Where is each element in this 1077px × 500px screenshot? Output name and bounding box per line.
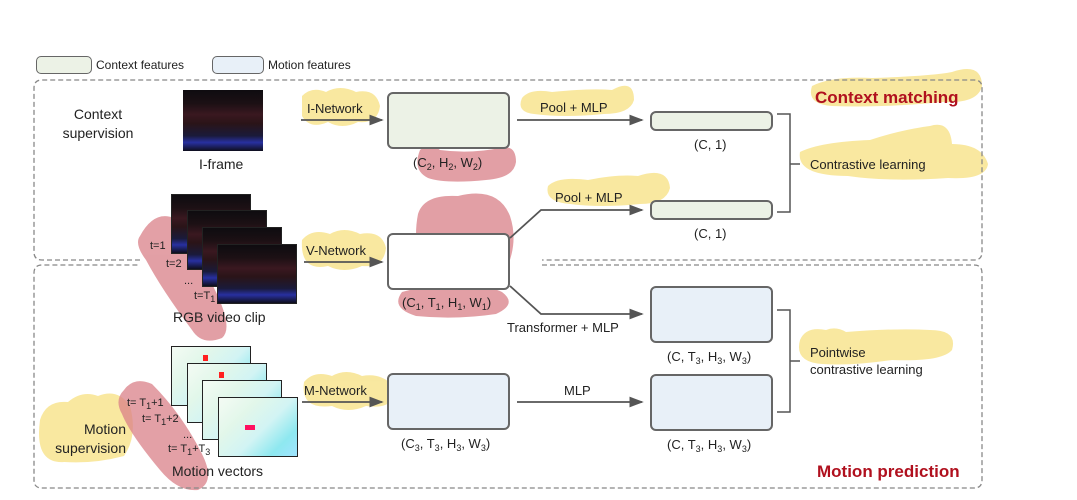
rgb-t2: t=2: [166, 258, 182, 270]
legend-motion-swatch: [212, 56, 264, 74]
rgb-clip-label: RGB video clip: [173, 309, 266, 325]
highlight-motion-supervision: [39, 393, 133, 463]
pointwise-feature-top: [650, 286, 773, 343]
arrow-transformer-mlp: [509, 285, 644, 320]
highlight-contrastive: [799, 124, 988, 180]
context-embedding-top: [650, 111, 773, 131]
pool-mlp-top-label: Pool + MLP: [540, 100, 608, 115]
i-feature-box: [387, 92, 510, 149]
iframe-label: I-frame: [199, 156, 244, 172]
rgb-frame-4: [217, 244, 297, 304]
pointwise-contrastive-label: Pointwise contrastive learning: [810, 344, 923, 378]
pointwise-feature-top-shape: (C, T3, H3, W3): [667, 349, 752, 366]
highlight-i-network: [302, 88, 380, 126]
context-supervision-label: Context supervision: [60, 105, 136, 143]
pool-mlp-mid-label: Pool + MLP: [555, 190, 623, 205]
mv-dots: ...: [183, 429, 193, 441]
highlight-context-matching: [810, 69, 982, 107]
highlight-pool-mlp-mid: [547, 172, 670, 206]
arrow-pool-mlp-mid: [509, 204, 644, 239]
rgb-dots: ...: [184, 275, 194, 287]
highlight-v-network: [301, 230, 386, 270]
context-section-border: [33, 79, 983, 261]
mv-t2: t= T1+2: [142, 413, 179, 427]
iframe-image: [183, 90, 263, 151]
motion-section-border: [33, 264, 983, 489]
context-embedding-mid-shape: (C, 1): [694, 226, 727, 241]
highlight-v-feat-shape: [398, 287, 509, 318]
mv-hotspot-2: [219, 372, 224, 378]
v-feature-shape: (C1, T1, H1, W1): [402, 295, 492, 312]
pointwise-line2: contrastive learning: [810, 362, 923, 377]
motion-supervision-label: Motion supervision: [40, 420, 130, 458]
rgb-t1: t=1: [150, 240, 166, 252]
legend-context-label: Context features: [96, 58, 185, 72]
v-network-label: V-Network: [306, 243, 366, 258]
highlight-i-feat: [417, 146, 516, 182]
mv-t3: t= T1+T3: [168, 443, 211, 457]
pointwise-line1: Pointwise: [810, 345, 866, 360]
rgb-tT: t=T1: [194, 290, 216, 304]
motion-prediction-title: Motion prediction: [817, 462, 960, 481]
mv-frame-4: [218, 397, 298, 457]
pointwise-feature-bottom-shape: (C, T3, H3, W3): [667, 437, 752, 454]
legend-context-swatch: [36, 56, 92, 74]
context-supervision-line2: supervision: [62, 125, 134, 141]
mlp-label: MLP: [564, 383, 591, 398]
i-network-label: I-Network: [307, 101, 363, 116]
motion-vectors-label: Motion vectors: [172, 463, 264, 479]
highlight-mv-times: [118, 381, 209, 491]
mv-hotspot-1: [203, 355, 208, 361]
highlight-pointwise: [798, 328, 954, 365]
m-network-label: M-Network: [304, 383, 367, 398]
bracket-contrastive: [777, 113, 800, 213]
motion-supervision-line1: Motion: [83, 421, 126, 437]
highlight-pool-mlp-top: [520, 85, 634, 116]
v-feature-box: [387, 233, 510, 290]
mv-hotspot-4: [245, 425, 255, 430]
mv-t1: t= T1+1: [127, 397, 164, 411]
context-matching-title: Context matching: [815, 88, 959, 107]
bracket-pointwise: [777, 309, 800, 413]
highlight-rgb-times: [138, 216, 227, 341]
context-embedding-mid: [650, 200, 773, 220]
m-feature-box: [387, 373, 510, 430]
transformer-mlp-label: Transformer + MLP: [507, 320, 619, 335]
m-feature-shape: (C3, T3, H3, W3): [401, 436, 491, 453]
motion-supervision-line2: supervision: [55, 440, 126, 456]
context-embedding-top-shape: (C, 1): [694, 137, 727, 152]
legend-motion-label: Motion features: [268, 58, 351, 72]
i-feature-shape: (C2, H2, W2): [413, 155, 483, 172]
pointwise-feature-bottom: [650, 374, 773, 431]
context-supervision-line1: Context: [73, 106, 123, 122]
contrastive-learning-label: Contrastive learning: [810, 157, 926, 172]
